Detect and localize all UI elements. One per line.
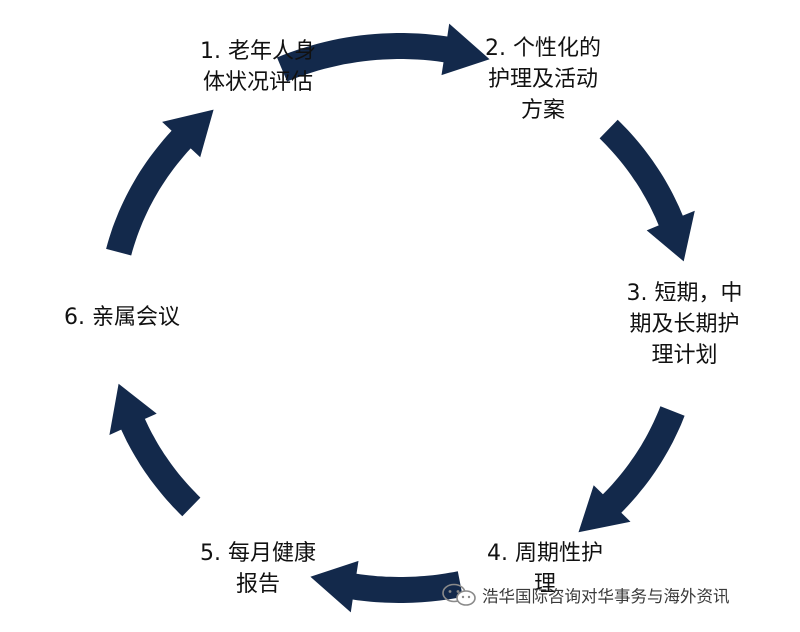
step-3-line-3: 理计划 — [651, 343, 718, 368]
step-2-line-2: 护理及活动 — [487, 67, 598, 92]
watermark: 浩华国际咨询对华事务与海外资讯 — [440, 583, 730, 607]
step-3-label: 3. 短期，中 期及长期护 理计划 — [612, 278, 757, 371]
step-5-line-2: 报告 — [235, 572, 280, 597]
step-4-line-1: 4. 周期性护 — [487, 541, 603, 566]
wechat-icon — [442, 583, 476, 606]
step-5-label: 5. 每月健康 报告 — [198, 538, 318, 600]
step-4-line-2: 理 — [533, 572, 556, 597]
step-2-line-3: 方案 — [520, 98, 565, 123]
cycle-arrow-6 — [106, 109, 214, 256]
step-4-label: 4. 周期性护 理 — [485, 538, 605, 600]
step-3-line-2: 期及长期护 — [629, 312, 740, 337]
step-5-line-1: 5. 每月健康 — [200, 541, 316, 566]
cycle-arrow-5 — [109, 383, 201, 517]
cycle-arrow-4 — [310, 560, 463, 613]
cycle-arrow-2 — [599, 119, 695, 262]
step-1-line-1: 1. 老年人身 — [200, 39, 316, 64]
watermark-text: 浩华国际咨询对华事务与海外资讯 — [482, 587, 730, 606]
cycle-arrow-3 — [578, 406, 685, 533]
step-2-label: 2. 个性化的 护理及活动 方案 — [478, 33, 608, 126]
step-6-label: 6. 亲属会议 — [52, 302, 192, 333]
step-1-line-2: 体状况评估 — [202, 70, 313, 95]
step-1-label: 1. 老年人身 体状况评估 — [188, 36, 328, 98]
step-2-line-1: 2. 个性化的 — [485, 36, 601, 61]
cycle-arrow-1 — [277, 23, 490, 82]
step-6-line-1: 6. 亲属会议 — [64, 305, 180, 330]
step-3-line-1: 3. 短期，中 — [626, 281, 743, 306]
